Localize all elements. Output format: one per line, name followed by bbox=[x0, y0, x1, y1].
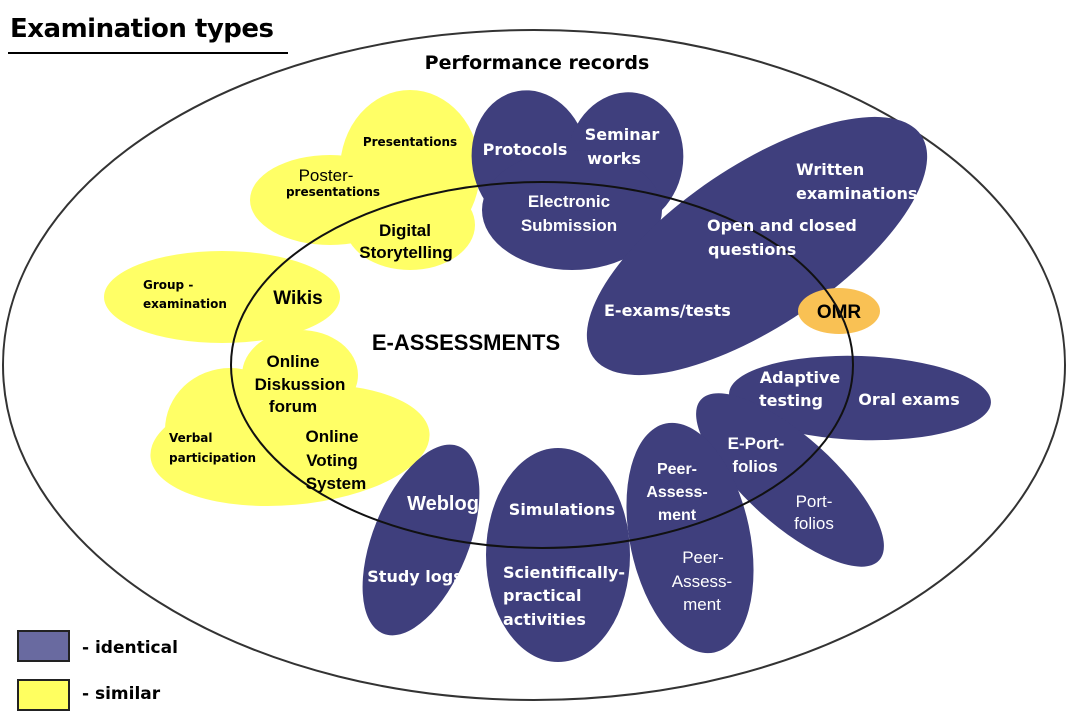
adaptive-testing-blob[interactable] bbox=[728, 351, 993, 444]
e-assessments-label: E-ASSESSMENTS bbox=[372, 330, 560, 355]
legend-label-identical: - identical bbox=[82, 638, 178, 658]
digital-storytelling-label-2: Storytelling bbox=[359, 243, 453, 262]
title-underline bbox=[8, 52, 288, 54]
written-examinations-label-2: examinations bbox=[796, 184, 917, 203]
peer-assessment-outer-label-3: ment bbox=[683, 595, 721, 614]
peer-assessment-label-1: Peer- bbox=[657, 461, 697, 478]
weblog-blob[interactable] bbox=[339, 428, 504, 651]
electronic-submission-label-2: Submission bbox=[521, 216, 617, 235]
diagram-title: Examination types bbox=[10, 14, 274, 44]
e-exams-blob[interactable] bbox=[548, 69, 966, 423]
online-forum-label-3: forum bbox=[269, 397, 317, 416]
seminar-works-label-2: works bbox=[587, 149, 641, 168]
open-closed-questions-label-1: Open and closed bbox=[707, 216, 857, 235]
legend-label-similar: - similar bbox=[82, 684, 161, 704]
e-portfolios-label-2: folios bbox=[732, 457, 777, 476]
simulations-blob[interactable] bbox=[486, 448, 630, 662]
wikis-blob[interactable] bbox=[104, 251, 340, 343]
peer-assessment-label-3: ment bbox=[658, 507, 697, 524]
e-exams-label: E-exams/tests bbox=[604, 301, 731, 320]
peer-assessment-outer-label-1: Peer- bbox=[682, 548, 724, 567]
portfolios-label-1: Port- bbox=[796, 492, 833, 511]
peer-assessment-blob[interactable] bbox=[607, 411, 773, 665]
scientifically-practical-label-3: activities bbox=[503, 610, 586, 629]
simulations-label: Simulations bbox=[509, 500, 615, 519]
e-assessments-boundary bbox=[230, 181, 854, 549]
poster-label-2: presentations bbox=[286, 185, 380, 199]
poster-label-1: Poster- bbox=[299, 166, 354, 185]
verbal-participation-label-2: participation bbox=[169, 451, 256, 465]
written-examinations-label-1: Written bbox=[796, 160, 864, 179]
wikis-label: Wikis bbox=[273, 288, 322, 309]
scientifically-practical-label-2: practical bbox=[503, 586, 582, 605]
adaptive-testing-label-1: Adaptive bbox=[760, 368, 841, 387]
performance-records-label: Performance records bbox=[425, 52, 650, 74]
online-forum-label-2: Diskussion bbox=[255, 375, 346, 394]
verbal-participation-label-1: Verbal bbox=[169, 431, 213, 445]
group-examination-label-1: Group - bbox=[143, 278, 193, 292]
peer-assessment-label-2: Assess- bbox=[646, 484, 707, 501]
group-examination-label-2: examination bbox=[143, 297, 227, 311]
protocols-label: Protocols bbox=[483, 140, 568, 159]
online-voting-label-3: System bbox=[306, 474, 366, 493]
online-voting-label-2: Voting bbox=[306, 451, 358, 470]
online-forum-label-1: Online bbox=[267, 352, 320, 371]
online-voting-label-1: Online bbox=[306, 427, 359, 446]
e-portfolios-label-1: E-Port- bbox=[728, 434, 785, 453]
study-logs-label: Study logs bbox=[367, 567, 462, 586]
adaptive-testing-label-2: testing bbox=[759, 391, 823, 410]
portfolios-label-2: folios bbox=[794, 514, 834, 533]
oral-exams-label: Oral exams bbox=[858, 390, 960, 409]
legend-swatch-identical bbox=[17, 630, 70, 662]
legend-swatch-similar bbox=[17, 679, 70, 711]
scientifically-practical-label-1: Scientifically- bbox=[503, 563, 625, 582]
electronic-submission-label-1: Electronic bbox=[528, 192, 610, 211]
presentations-label: Presentations bbox=[363, 135, 457, 149]
digital-storytelling-label-1: Digital bbox=[379, 221, 431, 240]
peer-assessment-outer-label-2: Assess- bbox=[672, 572, 732, 591]
e-portfolios-blob[interactable] bbox=[671, 367, 908, 593]
performance-records-boundary bbox=[2, 29, 1066, 701]
seminar-works-label-1: Seminar bbox=[585, 125, 660, 144]
weblog-label: Weblog bbox=[407, 493, 479, 515]
online-forum-blob[interactable] bbox=[145, 330, 434, 517]
open-closed-questions-label-2: questions bbox=[708, 240, 796, 259]
